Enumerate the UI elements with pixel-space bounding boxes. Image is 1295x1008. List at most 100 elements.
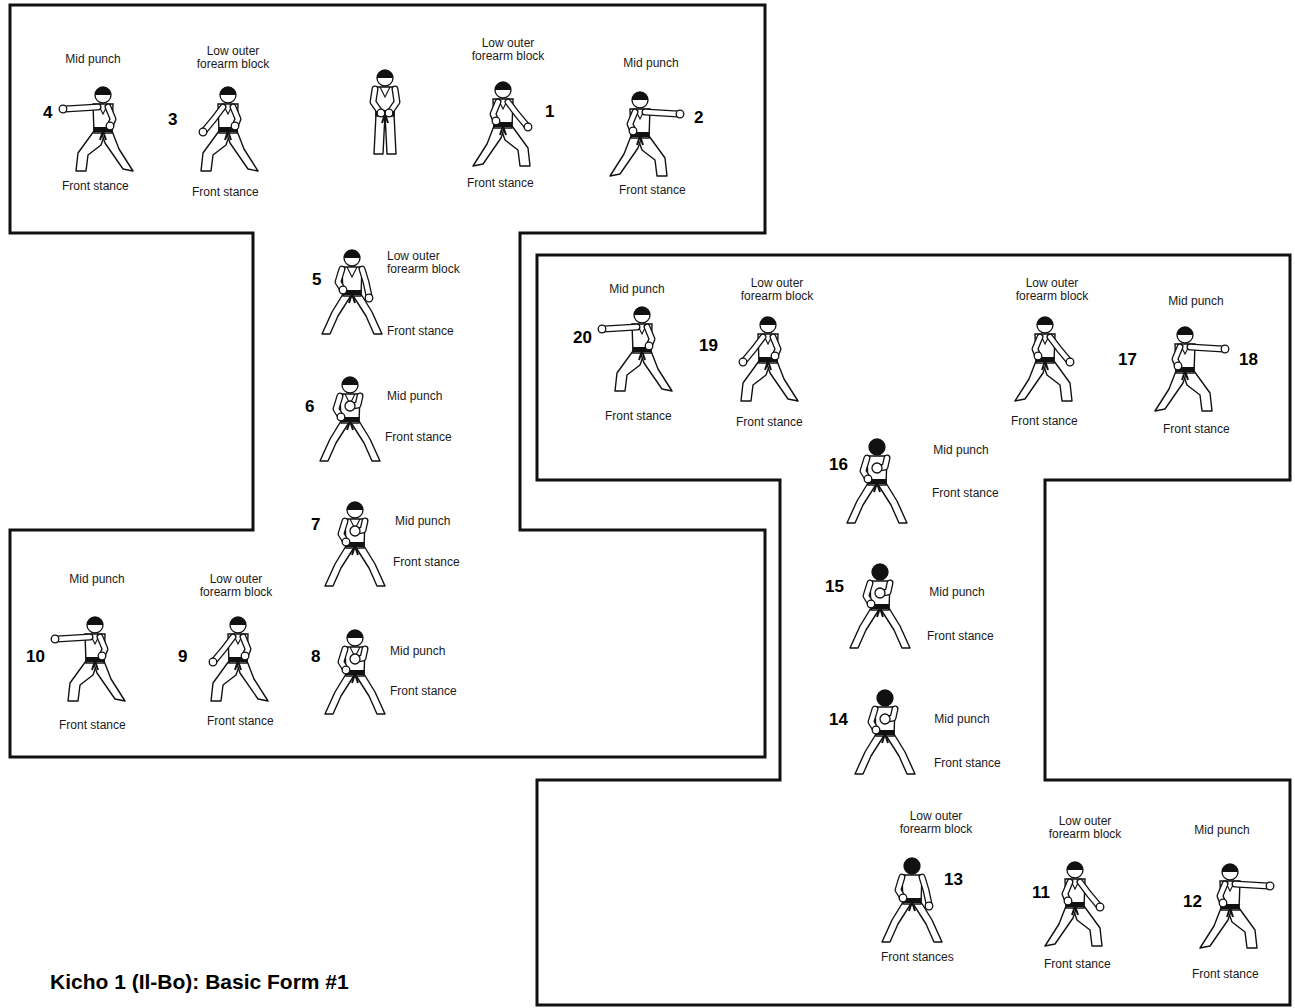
belt-knot xyxy=(349,294,355,303)
stance-label: Front stance xyxy=(390,685,457,698)
practitioner-figure xyxy=(322,250,382,334)
arm-outline xyxy=(1050,337,1069,361)
hair xyxy=(344,250,360,258)
practitioner-figure xyxy=(1045,862,1104,946)
practitioner-figure xyxy=(51,617,125,701)
leg xyxy=(76,131,106,171)
technique-label: Low outer forearm block xyxy=(892,810,980,836)
head xyxy=(904,858,920,874)
practitioner-figure xyxy=(1200,864,1274,948)
stance-label: Front stance xyxy=(619,184,686,197)
hair xyxy=(634,307,650,315)
arm-outline xyxy=(362,269,369,296)
stance-label: Front stance xyxy=(1192,968,1259,981)
head xyxy=(342,377,358,393)
head xyxy=(495,82,511,98)
arm-outline xyxy=(1190,347,1223,349)
leg xyxy=(101,131,133,171)
head xyxy=(632,92,648,108)
callout-number: 18 xyxy=(1239,351,1258,370)
fist xyxy=(739,358,747,366)
fist xyxy=(872,726,880,734)
belt-knot xyxy=(352,674,358,683)
practitioner-figure xyxy=(1015,317,1074,401)
stance-label: Front stance xyxy=(59,719,126,732)
callout-number: 16 xyxy=(829,456,848,475)
fist xyxy=(1066,358,1074,366)
arm-outline xyxy=(744,337,763,361)
callout-number: 2 xyxy=(694,109,703,128)
leg xyxy=(1015,361,1047,401)
leg xyxy=(226,131,258,171)
fist xyxy=(872,463,882,473)
belt-knot xyxy=(877,608,883,617)
stance-label: Front stance xyxy=(605,410,672,423)
arm-outline xyxy=(57,637,90,639)
lapel xyxy=(380,87,390,97)
belt-knot xyxy=(882,734,888,743)
leg xyxy=(880,608,910,648)
leg xyxy=(1227,908,1257,948)
hair xyxy=(347,630,363,638)
fist xyxy=(337,413,345,421)
hair xyxy=(87,617,103,625)
belt-knot xyxy=(765,361,771,370)
stance-label: Front stance xyxy=(387,325,454,338)
belt-knot xyxy=(225,131,231,140)
head xyxy=(1222,864,1238,880)
stance-label: Front stance xyxy=(467,177,534,190)
fist xyxy=(199,128,207,136)
leg xyxy=(885,734,915,774)
fist xyxy=(209,658,217,666)
fist xyxy=(1096,903,1104,911)
leg xyxy=(93,661,125,701)
head xyxy=(347,502,363,518)
belt-knot xyxy=(500,126,506,135)
head xyxy=(869,439,885,455)
leg xyxy=(877,483,907,523)
hair xyxy=(95,87,111,95)
leg xyxy=(847,483,877,523)
arm-outline xyxy=(390,89,397,112)
head xyxy=(230,617,246,633)
belt-knot xyxy=(874,483,880,492)
fist xyxy=(771,352,779,360)
technique-label: Low outer forearm block xyxy=(464,37,552,63)
technique-label: Low outer forearm block xyxy=(387,250,475,276)
hair xyxy=(632,92,648,100)
arm-outline xyxy=(214,637,233,661)
callout-number: 19 xyxy=(699,337,718,356)
arm-sleeve xyxy=(204,107,223,131)
leg xyxy=(766,361,798,401)
leg xyxy=(855,734,885,774)
fist xyxy=(350,526,360,536)
hair xyxy=(1222,864,1238,872)
fist xyxy=(899,894,907,902)
belt-knot xyxy=(639,351,645,360)
fist xyxy=(676,110,684,118)
leg xyxy=(1072,906,1102,946)
technique-label: Mid punch xyxy=(607,57,695,70)
head xyxy=(634,307,650,323)
stance-label: Front stance xyxy=(927,630,994,643)
stance-label: Front stance xyxy=(1163,423,1230,436)
leg xyxy=(355,674,385,714)
fist xyxy=(342,666,350,674)
arm-sleeve xyxy=(604,327,637,329)
technique-label: Low outer forearm block xyxy=(1008,277,1096,303)
leg xyxy=(325,546,355,586)
hair xyxy=(377,70,393,78)
callout-number: 11 xyxy=(1032,884,1050,903)
fist xyxy=(51,635,59,643)
belt-knot xyxy=(235,661,241,670)
technique-label: Low outer forearm block xyxy=(733,277,821,303)
arm-outline xyxy=(922,877,929,904)
head xyxy=(1177,327,1193,343)
practitioner-figure xyxy=(320,377,380,461)
practitioner-figure xyxy=(473,82,532,166)
head xyxy=(872,564,888,580)
practitioner-figure xyxy=(325,630,385,714)
technique-label: Mid punch xyxy=(390,645,478,658)
practitioner-figure xyxy=(59,87,133,171)
